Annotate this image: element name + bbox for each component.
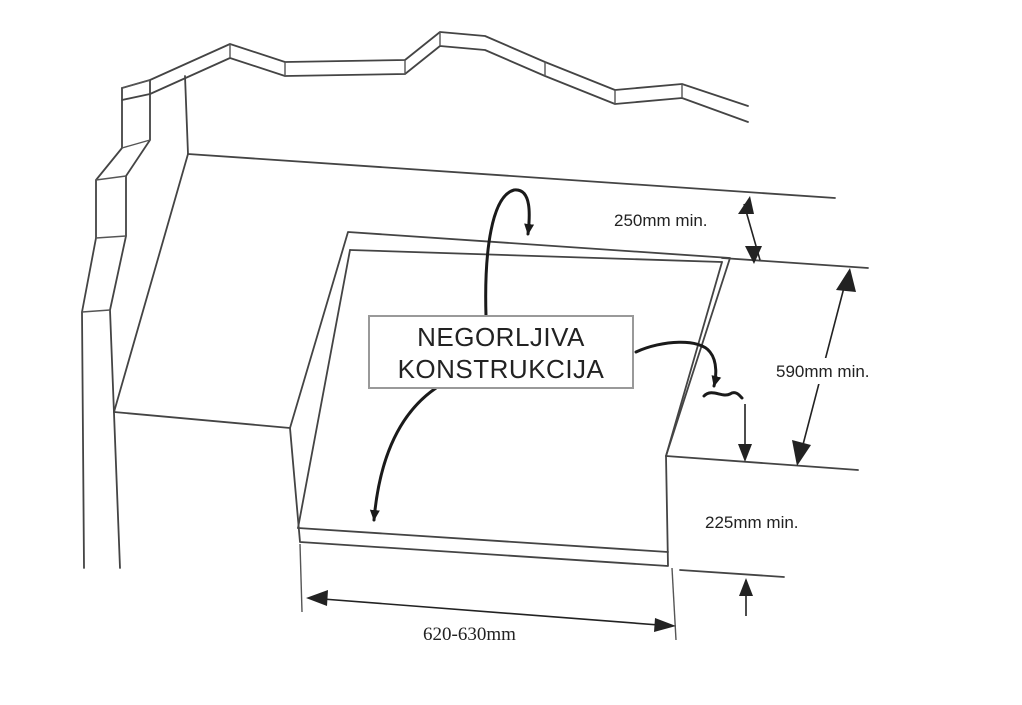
front-clearance-label: 225mm min. — [705, 513, 799, 532]
width-label: 620-630mm — [423, 624, 516, 645]
dimension-depth: 590mm min. — [772, 268, 918, 466]
callout-box: NEGORLJIVA KONSTRUKCIJA — [368, 315, 634, 389]
callout-line1: NEGORLJIVA — [417, 322, 585, 352]
callout-arrows — [369, 188, 744, 522]
callout-line2: KONSTRUKCIJA — [398, 354, 605, 384]
countertop — [113, 153, 869, 471]
back-wall — [121, 31, 749, 123]
dimension-back-clearance: 250mm min. — [614, 196, 762, 264]
depth-label: 590mm min. — [776, 362, 870, 381]
hob-cutout — [289, 231, 731, 567]
dimension-width: 620-630mm — [299, 543, 677, 645]
dimension-front-clearance: 225mm min. — [679, 404, 799, 616]
back-clearance-label: 250mm min. — [614, 211, 708, 230]
side-wall — [81, 75, 189, 569]
